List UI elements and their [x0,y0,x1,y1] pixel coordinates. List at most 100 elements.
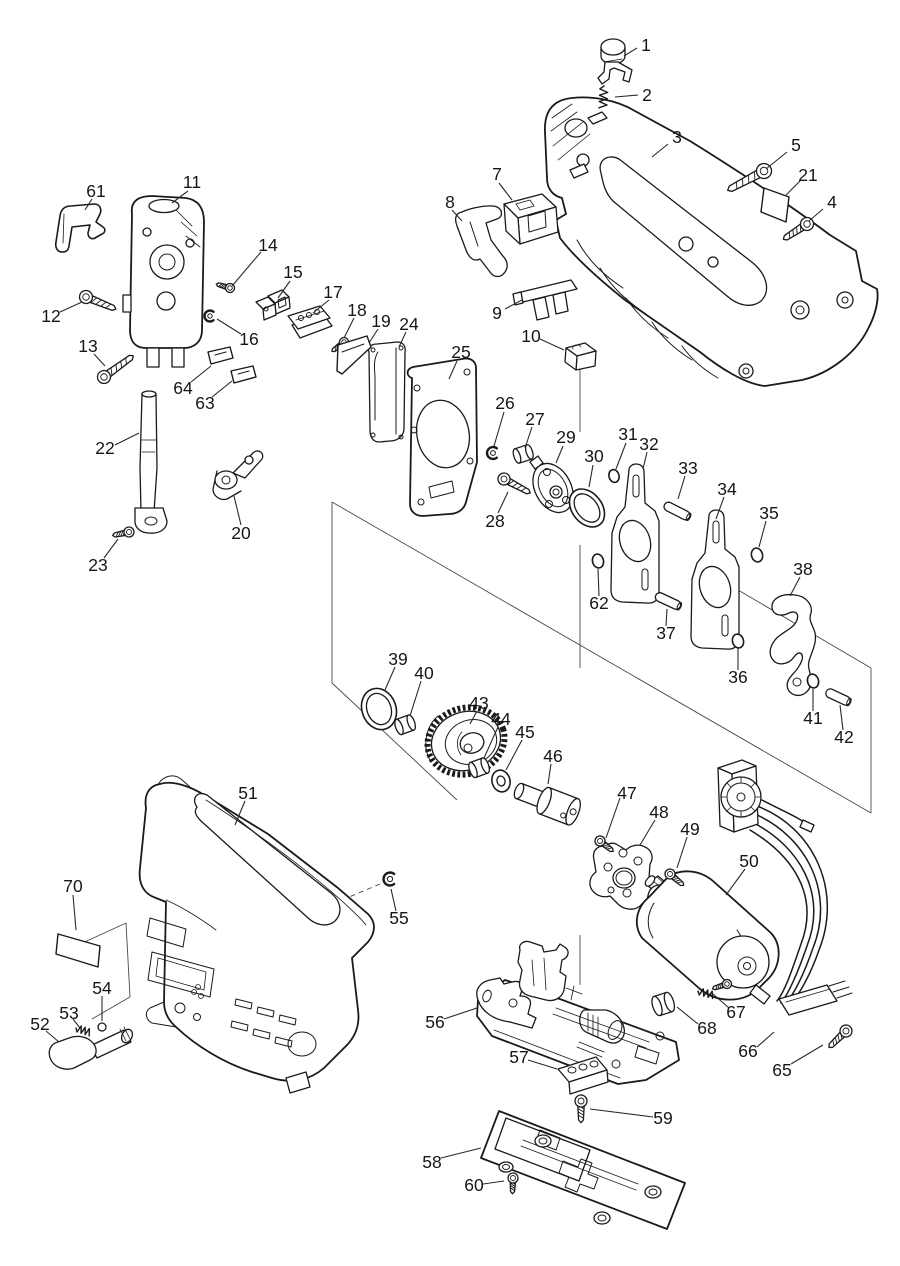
leader-line-44 [483,726,499,759]
part-52-lock-knob [48,1026,134,1070]
small-parts [55,85,853,1195]
leader-line-55 [390,888,397,912]
part-number-54: 54 [92,978,112,998]
part-9-contact-plate [512,279,578,321]
part-number-20: 20 [231,523,251,543]
part-47 [594,835,614,853]
part-57-clamp-block [557,1056,609,1095]
part-67 [697,978,733,1000]
part-number-53: 53 [59,1003,78,1023]
part-number-44: 44 [491,709,511,729]
part-number-42: 42 [834,727,853,747]
part-13 [96,354,134,385]
part-number-2: 2 [642,85,652,105]
leader-line-22 [114,432,140,446]
leader-line-48 [639,819,656,846]
part-58-base-plate [480,1110,686,1230]
leader-line-13 [93,353,106,367]
leader-line-28 [497,491,509,514]
part-number-65: 65 [772,1060,791,1080]
part-39 [360,687,398,731]
leader-line-45 [505,739,523,771]
leader-line-27 [524,426,533,449]
part-number-34: 34 [717,479,737,499]
part-number-13: 13 [78,336,97,356]
leader-line-57 [527,1059,558,1070]
part-15-blocks [255,289,291,321]
leader-line-14 [231,251,262,287]
part-number-36: 36 [728,667,747,687]
leader-line-21 [785,180,801,196]
part-number-49: 49 [680,819,699,839]
part-drawings [48,38,879,1230]
part-43-gear [424,704,508,778]
part-number-16: 16 [239,329,258,349]
part-11-gear-housing [122,195,205,368]
part-44 [468,757,491,779]
part-number-8: 8 [445,192,455,212]
leader-line-8 [451,209,463,222]
part-number-17: 17 [323,282,342,302]
part-number-19: 19 [371,311,390,331]
part-65 [828,1024,853,1049]
part-2 [598,85,609,109]
leader-line-25 [448,360,458,380]
part-number-66: 66 [738,1041,757,1061]
leader-line-38 [789,576,801,597]
part-60 [507,1172,519,1195]
leader-line-52 [45,1030,60,1043]
part-16 [203,309,215,323]
leader-line-11 [171,190,189,204]
part-number-33: 33 [678,458,697,478]
part-27 [512,444,534,464]
leader-line-62 [597,568,600,597]
part-number-60: 60 [464,1175,484,1195]
leader-line-49 [676,836,688,869]
part-number-58: 58 [422,1152,441,1172]
part-number-57: 57 [509,1047,528,1067]
leader-line-29 [555,445,564,464]
leader-line-53 [72,1018,81,1029]
part-55 [382,871,396,887]
part-45 [491,769,511,793]
part-26 [485,445,499,461]
part-20-roller-lever [212,450,264,501]
leader-line-7 [498,182,513,201]
part-number-63: 63 [195,393,214,413]
part-64 [207,346,234,365]
leader-line-43 [469,710,478,725]
leader-line-33 [677,475,686,500]
leader-line-66 [756,1031,775,1048]
part-56-base-carriage [476,940,680,1085]
part-number-30: 30 [584,446,604,466]
part-number-12: 12 [41,306,60,326]
part-number-45: 45 [515,722,534,742]
part-number-35: 35 [759,503,778,523]
part-70 [55,933,101,968]
part-50-motor-assembly [635,759,829,1008]
part-59 [574,1094,588,1124]
part-number-68: 68 [697,1018,716,1038]
leader-line-35 [758,520,767,548]
leader-line-18 [343,317,355,339]
part-number-31: 31 [618,424,637,444]
part-number-38: 38 [793,559,812,579]
leader-line-26 [493,411,505,447]
leader-line-30 [588,464,594,488]
leader-line-32 [642,451,648,470]
leader-line-17 [312,299,330,314]
leader-line-42 [839,704,844,731]
part-33 [663,501,692,522]
leader-line-16 [216,318,242,335]
part-number-56: 56 [425,1012,444,1032]
part-number-7: 7 [492,164,502,184]
leader-line-20 [233,495,242,526]
part-number-59: 59 [653,1108,672,1128]
part-49 [664,868,685,887]
part-63 [230,365,257,384]
part-number-50: 50 [739,851,759,871]
part-7-switch [503,193,559,245]
leader-line-1 [623,47,638,57]
